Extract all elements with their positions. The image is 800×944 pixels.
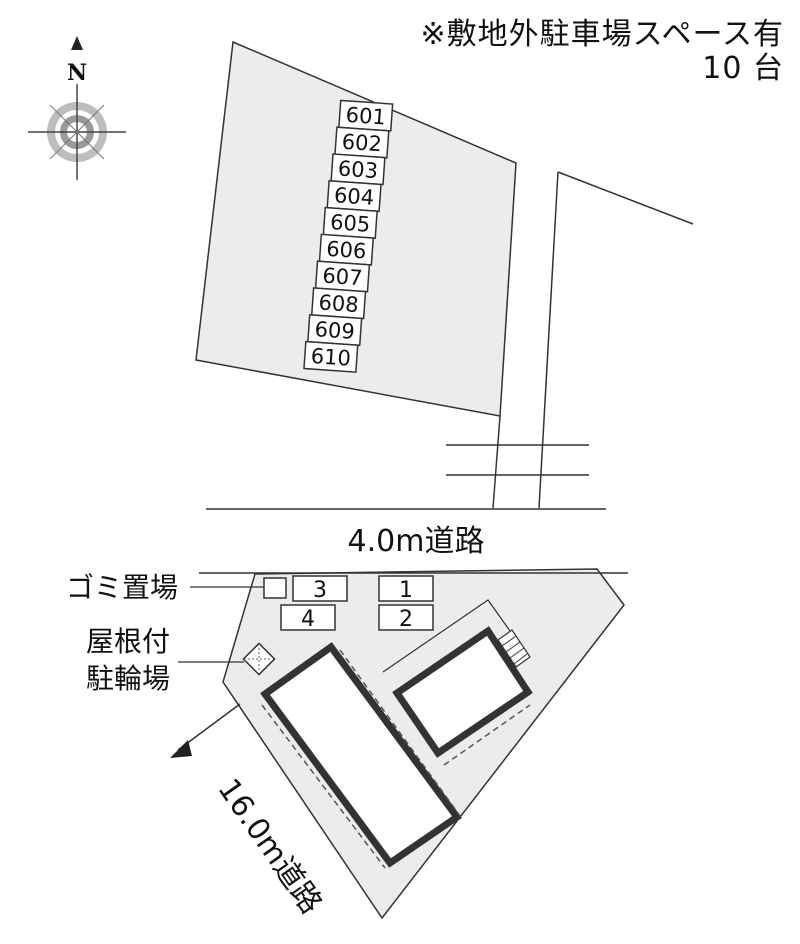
bicycle-label-line-1: 屋根付 <box>86 625 170 658</box>
parking-stall-label: 609 <box>314 317 356 344</box>
building-main-outline <box>260 642 462 868</box>
parking-stall-label: 1 <box>399 578 413 603</box>
building-annex <box>392 626 533 766</box>
road-edge <box>492 415 501 509</box>
parking-stall: 608 <box>310 287 367 320</box>
parking-stall-label: 608 <box>318 290 360 317</box>
parking-stall: 605 <box>322 206 378 239</box>
notice-line-2: 10 台 <box>702 51 784 86</box>
compass-north-label: N <box>67 60 87 86</box>
lot-boundary-line <box>382 599 521 673</box>
compass: N <box>28 36 126 180</box>
parking-stall-label: 610 <box>310 344 352 371</box>
parking-stall: 610 <box>303 340 359 373</box>
bicycle-label-line-2: 駐輪場 <box>86 662 170 695</box>
garbage-area-box <box>263 577 287 599</box>
parking-stall: 1 <box>378 575 434 603</box>
compass-north-arrow-icon <box>71 36 83 50</box>
parking-stall: 4 <box>280 604 336 632</box>
parking-stall: 603 <box>330 153 386 186</box>
bicycle-parking: 屋根付 駐輪場 <box>86 625 276 695</box>
parking-stall-label: 606 <box>325 237 367 264</box>
onsite-parking-stalls: 3 1 4 2 <box>280 575 434 632</box>
side-road-arrow-icon <box>170 740 192 758</box>
notice-line-1: ※敷地外駐車場スペース有 <box>420 17 784 52</box>
compass-diagonal-2 <box>49 104 105 160</box>
top-road-label: 4.0m道路 <box>348 524 485 559</box>
parking-stall: 607 <box>314 260 371 293</box>
stairs-icon <box>497 629 531 668</box>
parking-stall-label: 2 <box>399 607 413 632</box>
parking-stall-label: 3 <box>313 578 327 603</box>
building-annex-dashed-edge <box>443 704 531 766</box>
parking-stall: 604 <box>326 179 382 213</box>
parking-stall-label: 4 <box>301 607 315 632</box>
parking-stall-label: 607 <box>322 264 364 291</box>
parking-stall-label: 601 <box>345 103 387 130</box>
building-main-dashed-edge <box>339 649 464 821</box>
parking-stall: 606 <box>318 233 375 266</box>
parking-stall: 609 <box>307 313 363 347</box>
road-lines <box>206 171 694 510</box>
parking-stall-label: 603 <box>337 156 379 183</box>
parking-stall: 2 <box>378 604 434 632</box>
parking-stall-label: 605 <box>329 210 371 237</box>
building-main <box>260 642 464 869</box>
building-main-dashed-edge <box>261 704 386 869</box>
parking-stall: 601 <box>338 99 394 132</box>
road-edge <box>538 171 559 509</box>
bicycle-parking-box <box>242 642 276 676</box>
garbage-area: ゴミ置場 <box>66 571 287 604</box>
parking-stall: 602 <box>334 126 390 159</box>
parking-stall: 3 <box>292 575 348 603</box>
road-edge <box>557 171 694 225</box>
garbage-label: ゴミ置場 <box>66 571 178 604</box>
parking-stall-label: 602 <box>341 130 383 157</box>
building-annex-outline <box>392 626 533 758</box>
offsite-parking-notice: ※敷地外駐車場スペース有 10 台 <box>420 18 784 86</box>
offsite-parking-stalls: 601 602 603 604 605 <box>303 99 394 373</box>
parking-stall-label: 604 <box>333 183 375 210</box>
